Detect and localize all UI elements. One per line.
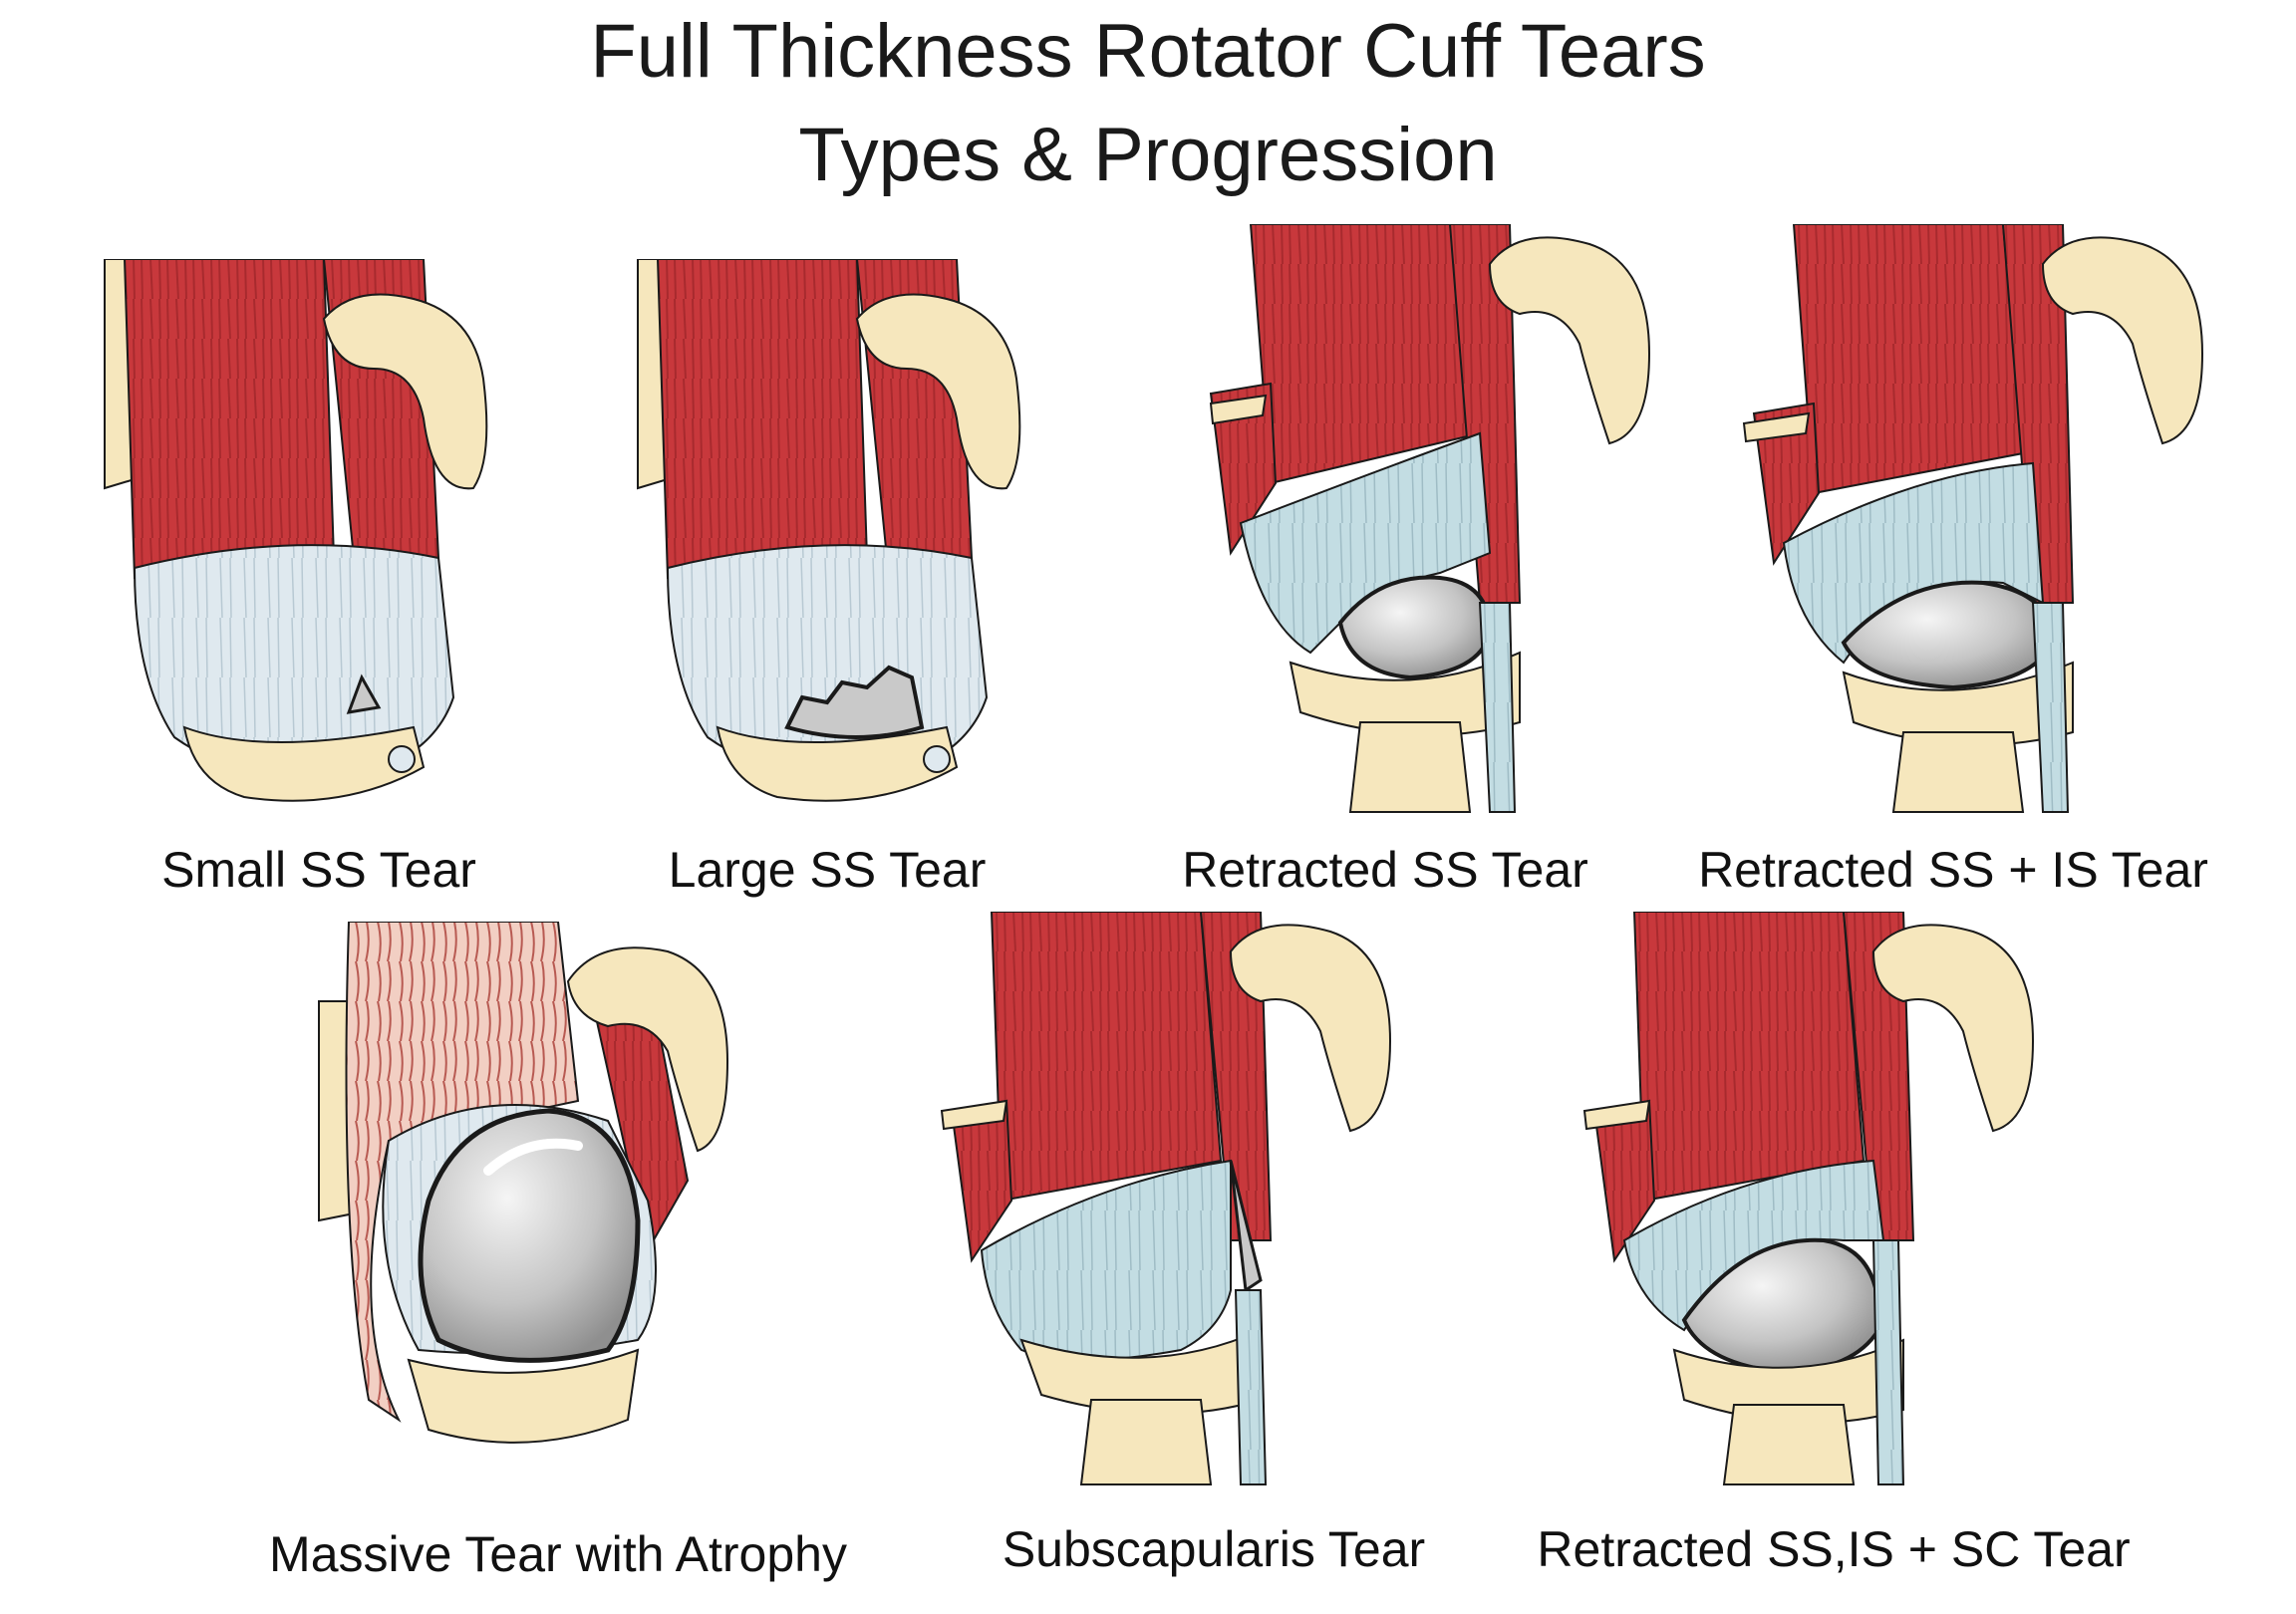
- diagram-title-line-1: Full Thickness Rotator Cuff Tears: [590, 9, 1706, 94]
- panel-subscapularis-tear: [932, 912, 1410, 1489]
- caption-small-ss-tear: Small SS Tear: [161, 842, 476, 898]
- caption-retracted-ss-tear: Retracted SS Tear: [1182, 842, 1588, 898]
- panel-massive-tear-atrophy: [309, 922, 827, 1480]
- caption-retracted-ss-is-tear: Retracted SS + IS Tear: [1698, 842, 2208, 898]
- retracted-ss-is-sc-tear-illustration: [1582, 912, 2035, 1485]
- large-ss-tear-illustration: [637, 259, 1021, 802]
- panel-retracted-ss-is-tear: [1734, 224, 2232, 822]
- panel-small-ss-tear: [95, 259, 573, 817]
- panel-retracted-ss-is-sc-tear: [1575, 912, 2053, 1489]
- panel-large-ss-tear: [628, 259, 1106, 817]
- massive-tear-atrophy-illustration: [318, 922, 729, 1444]
- caption-subscapularis-tear: Subscapularis Tear: [1002, 1521, 1426, 1577]
- retracted-ss-tear-illustration: [1209, 224, 1651, 813]
- caption-large-ss-tear: Large SS Tear: [668, 842, 987, 898]
- retracted-ss-is-tear-illustration: [1742, 224, 2204, 813]
- caption-retracted-ss-is-sc-tear: Retracted SS,IS + SC Tear: [1537, 1521, 2131, 1577]
- small-ss-tear-illustration: [104, 259, 488, 802]
- panel-retracted-ss-tear: [1191, 224, 1689, 822]
- subscapularis-tear-illustration: [940, 912, 1392, 1485]
- diagram-title-line-2: Types & Progression: [798, 113, 1498, 197]
- caption-massive-tear-atrophy: Massive Tear with Atrophy: [269, 1526, 847, 1582]
